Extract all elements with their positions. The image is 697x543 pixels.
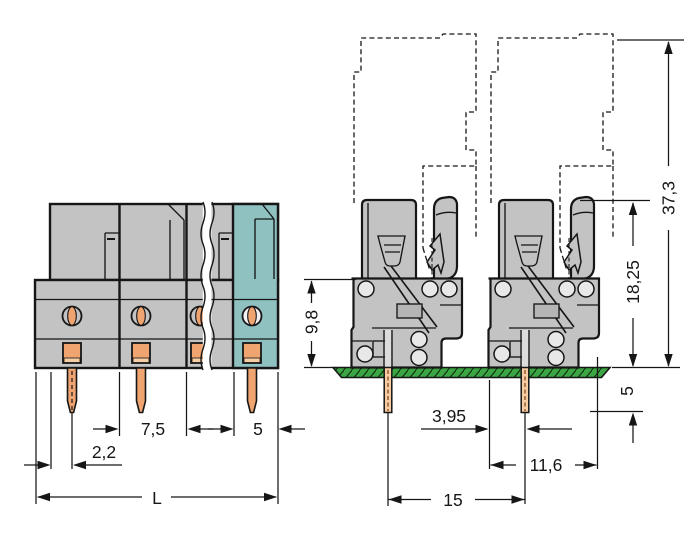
- solder-pins-front: [66, 367, 258, 414]
- break-lines: [200, 201, 215, 371]
- front-view: [33, 201, 280, 414]
- pole-divider: [118, 204, 188, 368]
- dim-label-height-above-board: 18,25: [623, 260, 643, 304]
- pcb-board: [331, 366, 612, 379]
- side-view: [331, 32, 615, 414]
- dim-label-total-height: 37,3: [659, 181, 679, 215]
- dim-label-housing-depth: 11,6: [530, 455, 563, 475]
- dimensions-front: 7,5 5 2,2 L: [24, 372, 305, 508]
- dim-label-pin-offset: 2,2: [92, 442, 116, 462]
- dim-label-pin-row-spacing: 15: [443, 490, 462, 510]
- dim-label-end-width: 5: [253, 419, 263, 439]
- dim-label-pin-below-board: 5: [617, 386, 637, 396]
- dim-label-overall-length: L: [152, 488, 162, 508]
- dim-label-pole-pitch: 7,5: [141, 419, 165, 439]
- dimensions-side: 9,8 18,25 37,3 5 3,95 11,6 15: [302, 39, 684, 510]
- dim-label-pin-to-front: 3,95: [432, 406, 466, 426]
- dim-label-socket-height: 9,8: [302, 310, 322, 334]
